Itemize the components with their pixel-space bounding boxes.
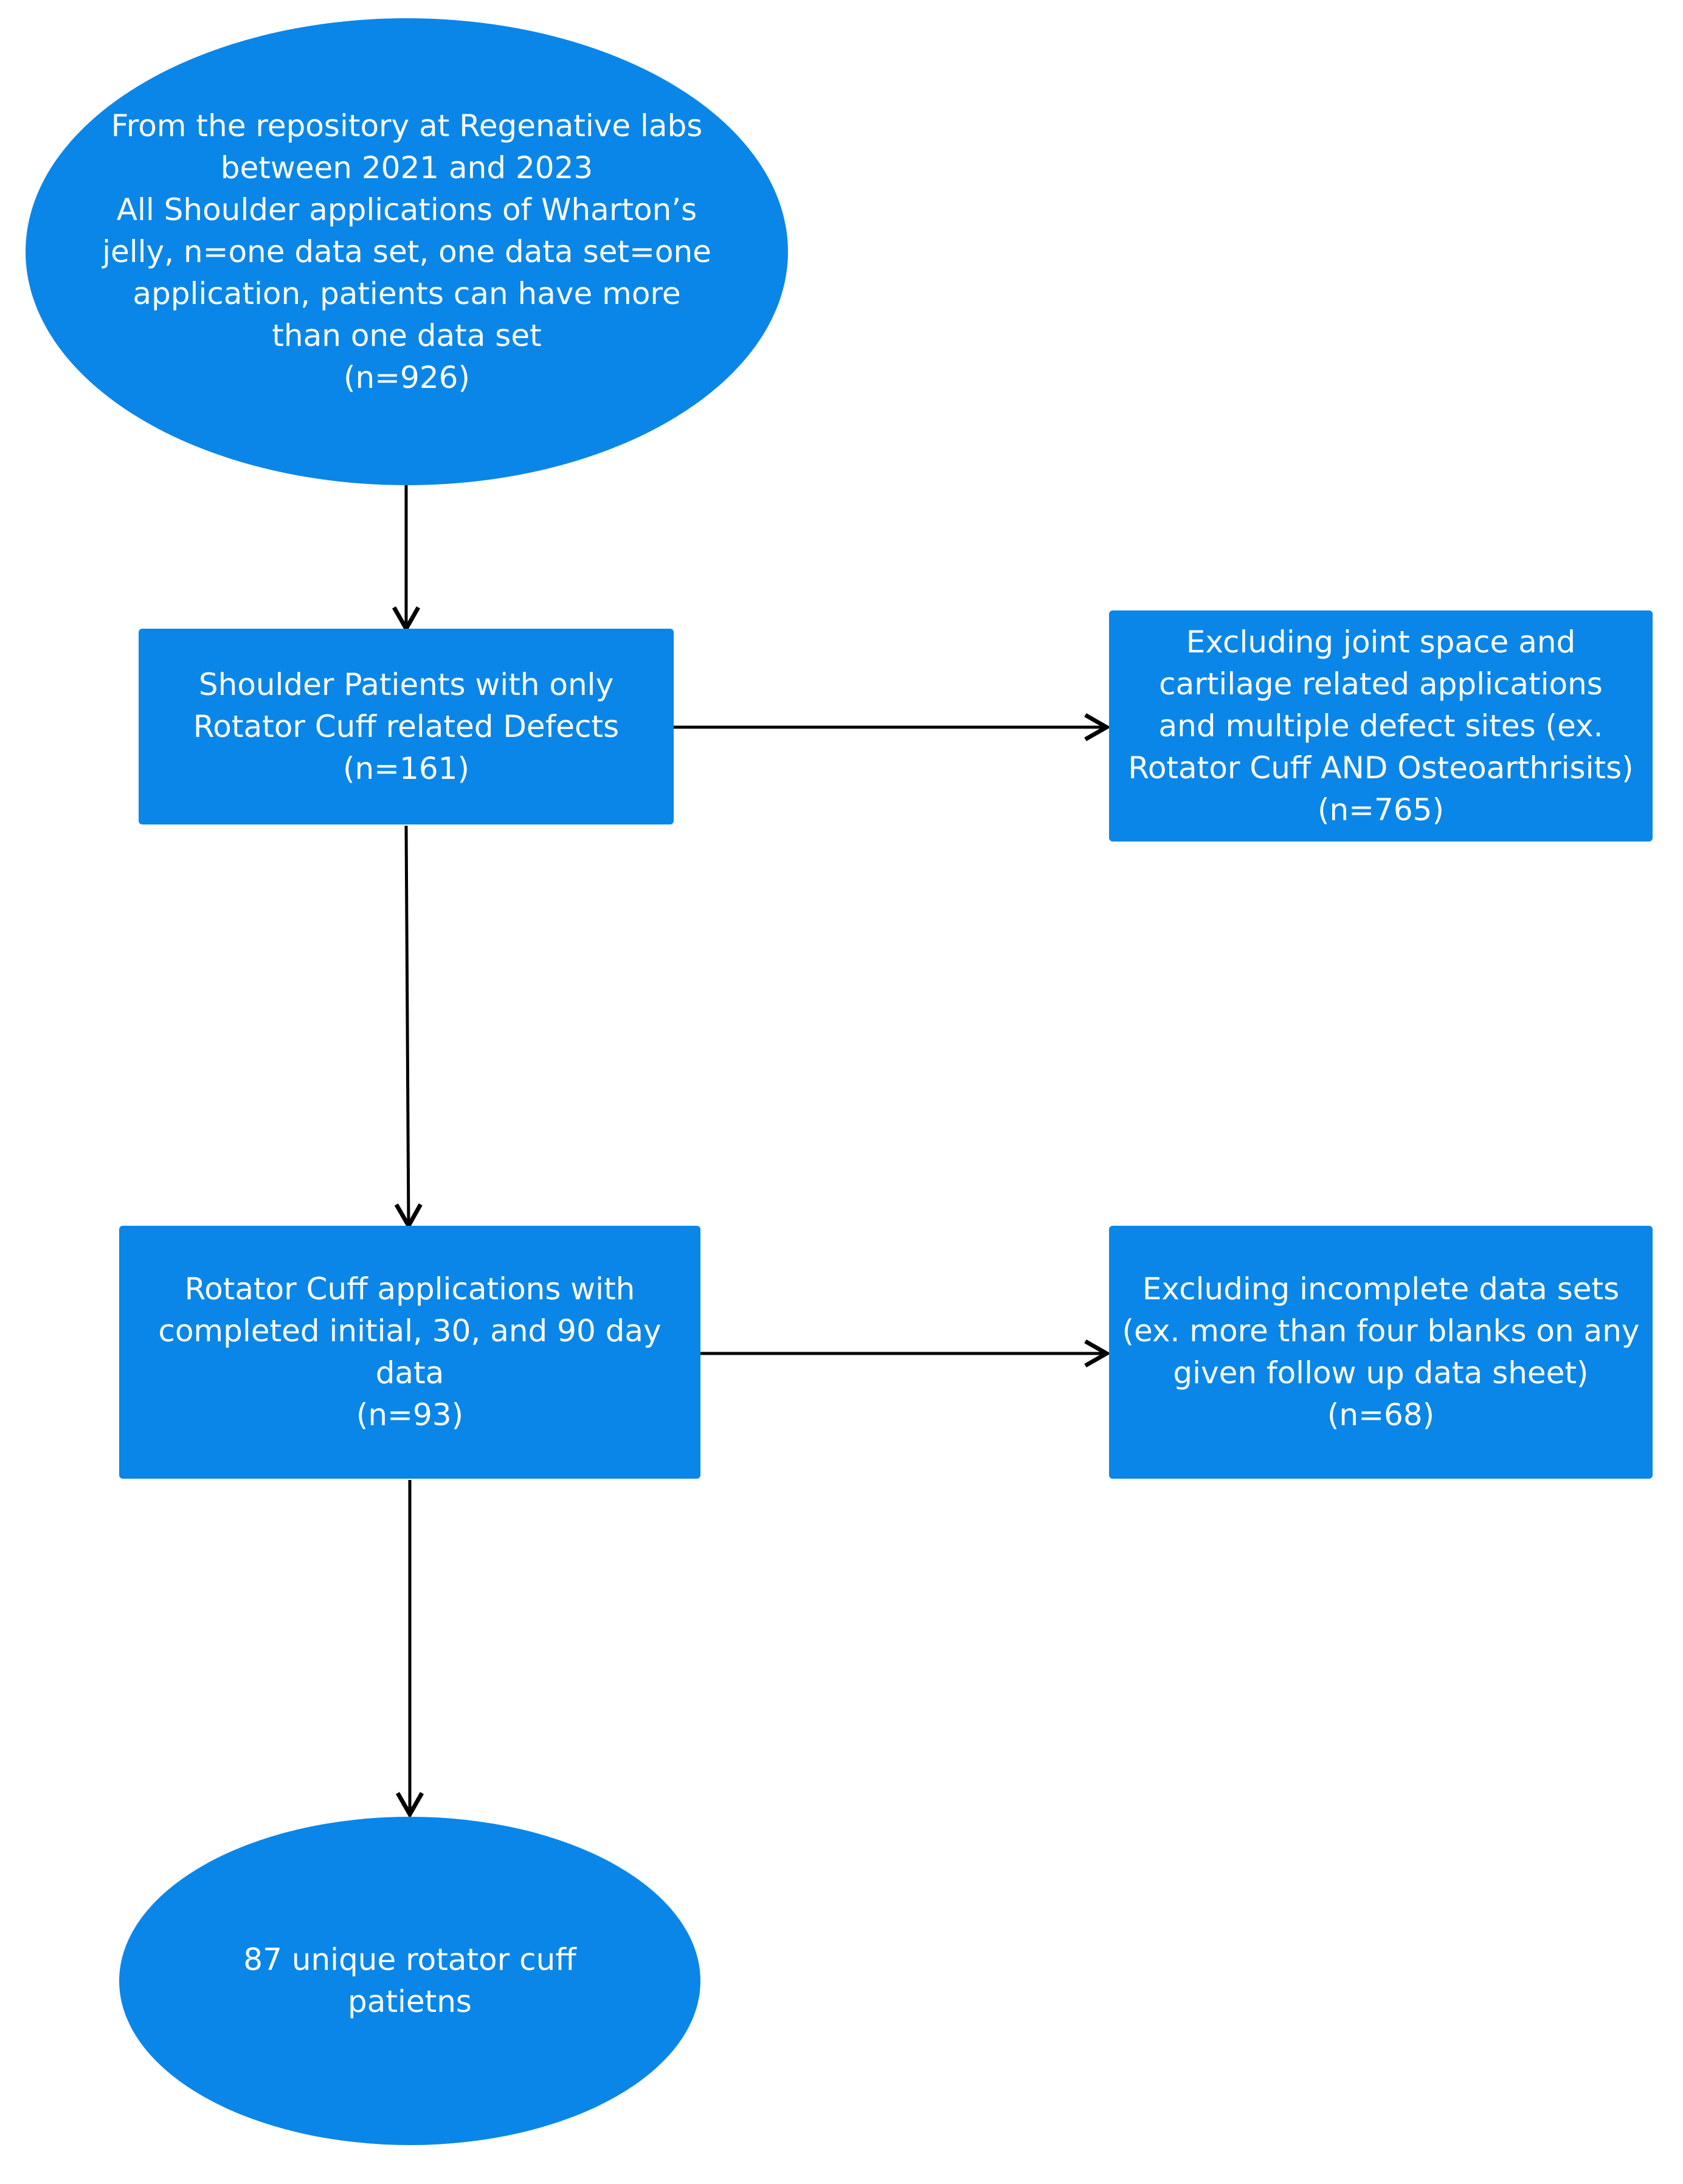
exclusion-joint-box: Excluding joint space and cartilage rela… bbox=[1109, 610, 1653, 841]
source-line-2: between 2021 and 2023 bbox=[220, 150, 593, 185]
final-line-1: 87 unique rotator cuff bbox=[243, 1942, 576, 1977]
exclusion-joint-line-3: and multiple defect sites (ex. bbox=[1158, 708, 1603, 744]
exclusion-joint-line-4: Rotator Cuff AND Osteoarthrisits) bbox=[1128, 750, 1634, 786]
exclusion-joint-count: (n=765) bbox=[1317, 792, 1445, 828]
exclusion-incomplete-line-2: (ex. more than four blanks on any bbox=[1122, 1313, 1640, 1349]
rotator-only-line-2: Rotator Cuff related Defects bbox=[193, 708, 620, 744]
completed-line-3: data bbox=[375, 1355, 444, 1391]
source-line-1: From the repository at Regenative labs bbox=[111, 108, 703, 143]
exclusion-incomplete-box: Excluding incomplete data sets (ex. more… bbox=[1109, 1226, 1653, 1479]
completed-data-box: Rotator Cuff applications with completed… bbox=[119, 1226, 700, 1479]
final-line-2: patietns bbox=[348, 1984, 472, 2019]
exclusion-joint-line-1: Excluding joint space and bbox=[1186, 624, 1576, 660]
completed-line-2: completed initial, 30, and 90 day bbox=[158, 1313, 662, 1349]
source-population-ellipse: From the repository at Regenative labs b… bbox=[26, 18, 788, 485]
exclusion-incomplete-line-1: Excluding incomplete data sets bbox=[1142, 1271, 1620, 1307]
rotator-cuff-only-box: Shoulder Patients with only Rotator Cuff… bbox=[139, 629, 674, 824]
exclusion-incomplete-line-3: given follow up data sheet) bbox=[1173, 1355, 1589, 1391]
source-count: (n=926) bbox=[343, 359, 471, 395]
final-patients-ellipse: 87 unique rotator cuff patietns bbox=[119, 1817, 700, 2145]
completed-count: (n=93) bbox=[356, 1397, 464, 1432]
source-line-4: jelly, n=one data set, one data set=one bbox=[102, 233, 711, 269]
completed-line-1: Rotator Cuff applications with bbox=[184, 1271, 635, 1307]
source-line-3: All Shoulder applications of Wharton’s bbox=[116, 192, 697, 227]
exclusion-joint-line-2: cartilage related applications bbox=[1159, 666, 1603, 702]
arrow-rotator-to-completed bbox=[394, 825, 423, 1231]
rotator-only-count: (n=161) bbox=[342, 750, 470, 786]
source-line-6: than one data set bbox=[272, 317, 542, 353]
exclusion-incomplete-count: (n=68) bbox=[1327, 1397, 1435, 1432]
source-line-5: application, patients can have more bbox=[133, 275, 681, 311]
rotator-only-line-1: Shoulder Patients with only bbox=[198, 666, 614, 702]
